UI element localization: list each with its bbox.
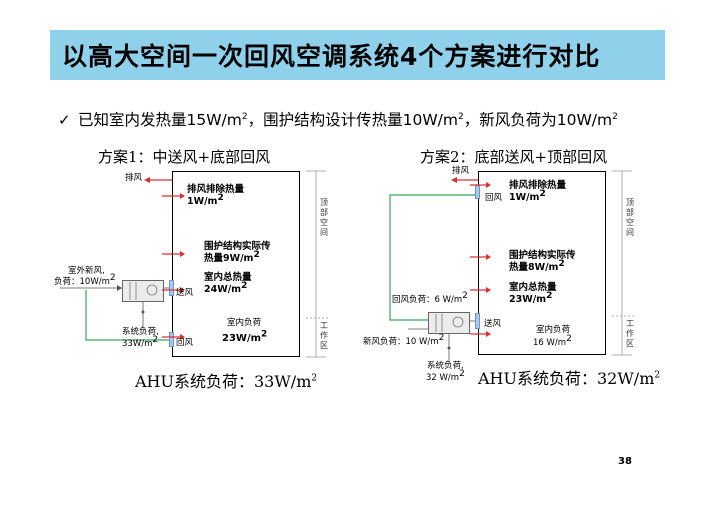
scheme1-indoor-load-value: 23W/m2: [222, 329, 268, 344]
intro-text-2: ，围护结构设计传热量10W/m: [247, 111, 458, 129]
scheme2-envelope-value: 热量8W/m2: [509, 258, 565, 273]
scheme2-indoor-load-label: 室内负荷: [536, 325, 571, 335]
scheme2-total-heat-value: 23W/m2: [509, 290, 553, 305]
scheme1-envelope-value: 热量9W/m2: [204, 249, 260, 264]
scheme2-work-zone-label: 工作区: [626, 319, 634, 348]
scheme1-return-port: [169, 332, 174, 347]
scheme2-indoor-load-value: 16 W/m2: [533, 334, 572, 348]
scheme2-total-heat-label: 室内总热量: [509, 282, 557, 293]
page-title: 以高大空间一次回风空调系统4个方案进行对比: [62, 42, 601, 71]
intro-text-1: 已知室内发热量15W/m: [78, 111, 242, 129]
intro-text-3: ，新风负荷为10W/m: [463, 111, 613, 129]
scheme2-exhaust-heat-value: 1W/m2: [509, 188, 546, 203]
scheme1-exhaust-heat-value: 1W/m2: [187, 192, 224, 207]
scheme1-system-load-label: 系统负荷,: [122, 327, 159, 337]
scheme1-return-label: 回风: [176, 338, 194, 348]
scheme2-room: [478, 171, 606, 355]
scheme1-supply-port: [169, 280, 174, 296]
scheme1-work-zone-label: 工作区: [320, 321, 328, 350]
scheme1-supply-label: 送风: [176, 288, 194, 298]
scheme1-ahu-total: AHU系统负荷：33W/m2: [135, 372, 318, 391]
scheme2-ahu-total: AHU系统负荷：32W/m2: [478, 369, 661, 388]
title-bar: 以高大空间一次回风空调系统4个方案进行对比: [50, 30, 665, 80]
scheme1-exhaust-label: 排风: [125, 173, 143, 183]
scheme2-title: 方案2：底部送风+顶部回风: [420, 148, 608, 166]
scheme2-return-load-label: 回风负荷：6 W/m2: [392, 291, 468, 305]
scheme2-envelope-label: 围护结构实际传: [509, 250, 576, 261]
scheme1-title: 方案1：中送风+底部回风: [98, 148, 271, 166]
scheme2-system-load-label: 系统负荷,: [427, 361, 464, 371]
scheme2-return-label: 回风: [485, 193, 503, 203]
scheme1-upper-zone-label: 顶部空间: [320, 198, 328, 237]
scheme1-system-load-value: 33W/m2: [122, 335, 159, 349]
scheme2-exhaust-heat-label: 排风排除热量: [509, 180, 567, 191]
check-icon: ✓: [58, 111, 71, 129]
scheme1-outdoor-air-value: 负荷：10W/m2: [54, 273, 116, 287]
scheme1-exhaust-heat-label: 排风排除热量: [187, 184, 245, 195]
scheme2-system-load-value: 32 W/m2: [426, 369, 465, 383]
scheme2-exhaust-label: 排风: [452, 166, 470, 176]
scheme1-room: [172, 171, 300, 357]
scheme2-fresh-air-label: 新风负荷：10 W/m2: [363, 333, 445, 347]
scheme2-supply-label: 送风: [484, 319, 502, 329]
scheme2-upper-zone-label: 顶部空间: [626, 198, 634, 237]
scheme1-indoor-load-label: 室内负荷: [227, 318, 262, 328]
scheme1-outdoor-air-label: 室外新风,: [68, 266, 105, 276]
page-number: 38: [618, 456, 632, 467]
intro-bullet: ✓已知室内发热量15W/m2，围护结构设计传热量10W/m2，新风负荷为10W/…: [58, 111, 618, 129]
scheme1-total-heat-label: 室内总热量: [204, 272, 252, 283]
scheme2-supply-port: [475, 313, 480, 329]
scheme1-total-heat-value: 24W/m2: [204, 280, 248, 295]
scheme1-envelope-label: 围护结构实际传: [204, 241, 271, 252]
